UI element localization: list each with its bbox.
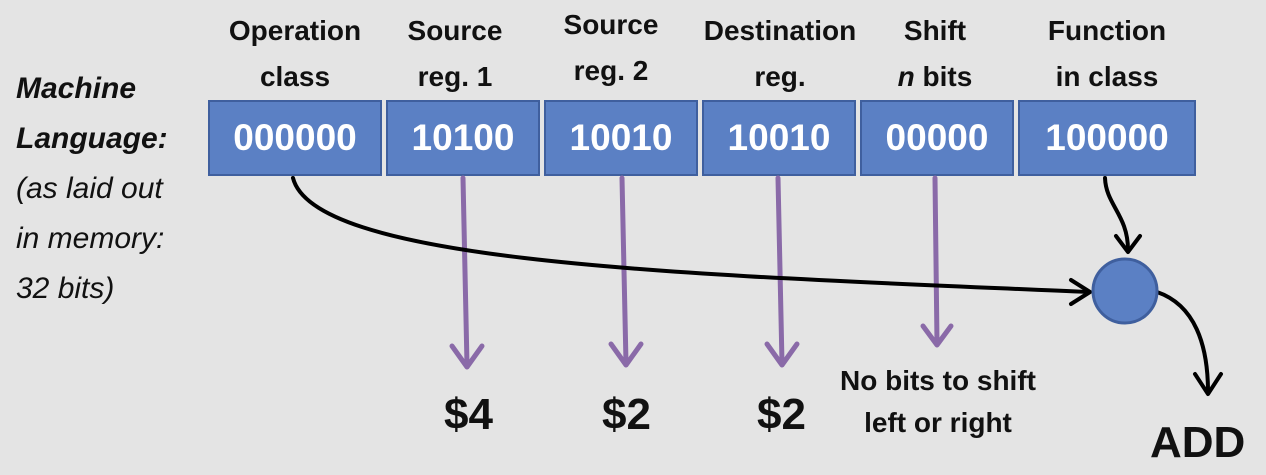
arrow-src2 — [619, 175, 629, 366]
header-source-reg-1-line1: Source — [407, 15, 503, 46]
arrow-shift — [932, 175, 940, 346]
field-source-reg-2: 10010 — [544, 100, 698, 176]
sidebar-line-5: 32 bits) — [16, 272, 115, 305]
field-destination-reg: 10010 — [702, 100, 856, 176]
arrow-function-head — [1114, 234, 1142, 254]
header-operation-class-line1: Operation — [228, 15, 362, 46]
header-destination-reg: Destination reg. — [690, 8, 870, 100]
field-operation-class: 000000 — [208, 100, 382, 176]
arrow-dest — [775, 175, 785, 366]
result-shift-note-line2: left or right — [864, 407, 1012, 438]
header-shift-line2: n bits — [860, 54, 1010, 100]
arrow-add-head — [1193, 372, 1223, 396]
header-destination-reg-line1: Destination — [703, 15, 857, 46]
arrow-src1-head — [449, 343, 485, 370]
field-function: 100000 — [1018, 100, 1196, 176]
result-dest: $2 — [757, 390, 806, 439]
header-shift-bits: bits — [914, 61, 973, 92]
field-source-reg-1: 10100 — [386, 100, 540, 176]
header-destination-reg-line2: reg. — [754, 61, 806, 92]
header-source-reg-1-line2: reg. 1 — [417, 61, 493, 92]
header-function-line2: in class — [1055, 61, 1159, 92]
sidebar-line-1: Machine — [16, 72, 137, 105]
arrow-src2-head — [608, 341, 644, 368]
field-shift: 00000 — [860, 100, 1014, 176]
sidebar-line-3: (as laid out — [16, 172, 163, 205]
combiner-circle — [1091, 257, 1159, 325]
result-src2: $2 — [602, 390, 651, 439]
header-shift-n-bits: Shift n bits — [860, 8, 1010, 100]
arrow-dest-head — [764, 341, 800, 368]
result-src1: $4 — [444, 390, 493, 439]
arrow-function-to-combiner — [1103, 176, 1130, 252]
sidebar-line-2: Language: — [16, 122, 168, 155]
result-op-add: ADD — [1150, 418, 1246, 467]
arrow-combiner-to-add — [1155, 290, 1210, 394]
header-operation-class-line2: class — [259, 61, 331, 92]
result-shift-note-line1: No bits to shift — [840, 365, 1036, 396]
machine-language-label: Machine Language: (as laid out in memory… — [16, 64, 168, 314]
result-shift-note: No bits to shift left or right — [818, 360, 1058, 444]
header-source-reg-2-line1: Source — [563, 9, 659, 40]
header-source-reg-2: Source reg. 2 — [536, 2, 686, 94]
header-shift-line1: Shift — [903, 15, 967, 46]
header-shift-n: n — [897, 61, 915, 92]
arrow-shift-head — [920, 323, 954, 348]
header-function-line1: Function — [1047, 15, 1167, 46]
arrow-opclass-head — [1069, 278, 1092, 306]
header-source-reg-1: Source reg. 1 — [380, 8, 530, 100]
header-function-in-class: Function in class — [1032, 8, 1182, 100]
sidebar-line-4: in memory: — [16, 222, 165, 255]
arrow-src1 — [460, 175, 470, 368]
arrow-opclass-to-combiner — [291, 176, 1090, 294]
header-operation-class: Operation class — [220, 8, 370, 100]
header-source-reg-2-line2: reg. 2 — [573, 55, 649, 86]
